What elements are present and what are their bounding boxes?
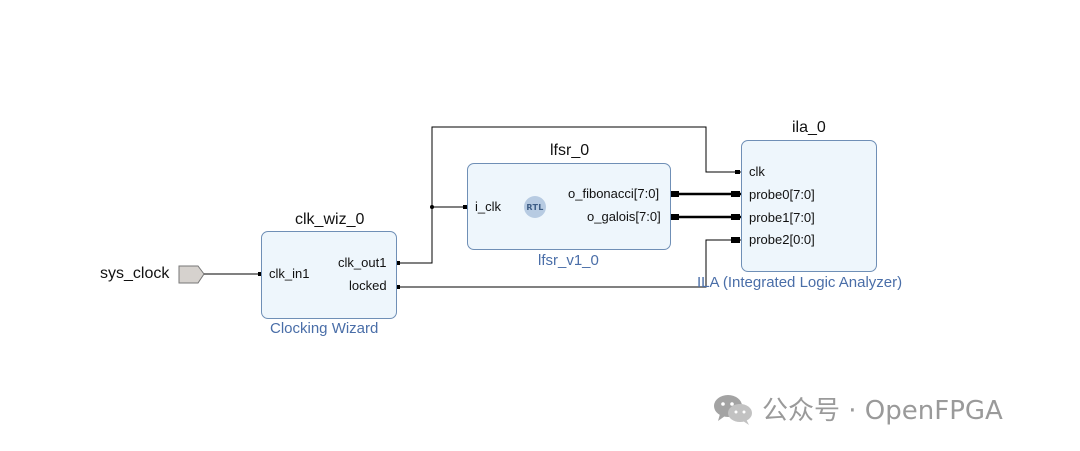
lfsr-title: lfsr_0 xyxy=(550,142,590,159)
port-clk-in1: clk_in1 xyxy=(269,266,310,281)
wire-locked[interactable] xyxy=(397,239,741,288)
port-i-clk: i_clk xyxy=(475,199,502,214)
port-probe2: probe2[0:0] xyxy=(749,232,815,247)
pin-o-fibonacci[interactable] xyxy=(670,191,679,197)
lfsr-subtitle: lfsr_v1_0 xyxy=(538,252,599,269)
port-o-galois: o_galois[7:0] xyxy=(587,209,661,224)
clk-wiz-title: clk_wiz_0 xyxy=(295,211,365,228)
pin-probe1[interactable] xyxy=(731,214,740,220)
port-clk-out1: clk_out1 xyxy=(338,255,387,270)
pin-clk-out1[interactable] xyxy=(395,261,400,265)
port-probe1: probe1[7:0] xyxy=(749,210,815,225)
ila-block[interactable] xyxy=(741,140,877,272)
pin-ila-clk[interactable] xyxy=(735,170,740,174)
port-locked: locked xyxy=(349,278,387,293)
pin-probe2[interactable] xyxy=(731,237,740,243)
pin-clk-in1[interactable] xyxy=(258,272,263,276)
port-probe0: probe0[7:0] xyxy=(749,187,815,202)
port-o-fibonacci: o_fibonacci[7:0] xyxy=(568,186,660,201)
ila-subtitle: ILA (Integrated Logic Analyzer) xyxy=(697,274,903,291)
clk-wiz-block[interactable] xyxy=(261,231,397,319)
pin-probe0[interactable] xyxy=(731,191,740,197)
watermark-text: 公众号 · OpenFPGA xyxy=(762,396,1003,426)
wire-clk-out1[interactable] xyxy=(397,126,741,264)
wechat-icon xyxy=(712,392,754,426)
pin-i-clk[interactable] xyxy=(463,205,468,209)
sys-clock-port-shape[interactable] xyxy=(178,265,205,284)
pin-o-galois[interactable] xyxy=(670,214,679,220)
lfsr-block[interactable] xyxy=(467,163,671,250)
watermark: 公众号 · OpenFPGA xyxy=(712,390,1003,427)
sys-clock-label: sys_clock xyxy=(100,265,170,282)
pin-locked[interactable] xyxy=(395,285,400,289)
clk-wiz-subtitle: Clocking Wizard xyxy=(270,320,379,337)
wire-junction-dot xyxy=(430,205,434,209)
rtl-badge-icon: RTL xyxy=(524,196,546,218)
ila-title: ila_0 xyxy=(792,119,826,136)
port-ila-clk: clk xyxy=(749,164,765,179)
